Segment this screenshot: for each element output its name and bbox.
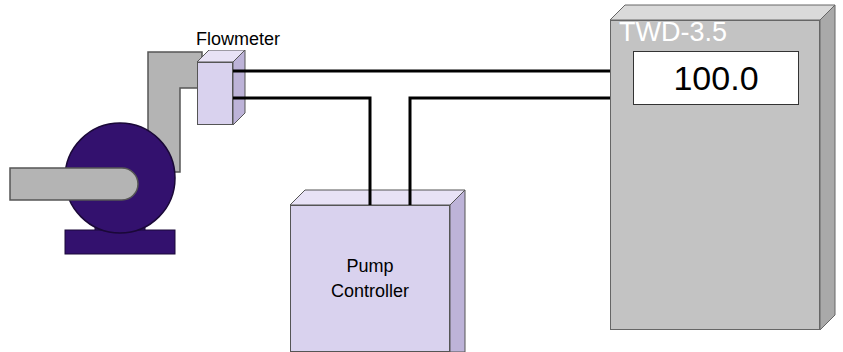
signal-wire — [233, 70, 610, 73]
instrument-side-face — [820, 5, 835, 330]
flowmeter-box: Flowmeter — [197, 62, 233, 125]
controller-box: Pump Controller — [290, 205, 450, 352]
controller-side-face — [450, 190, 465, 352]
signal-wire — [233, 98, 370, 205]
instrument-name: TWD-3.5 — [619, 17, 727, 48]
display-box: 100.0 — [633, 51, 799, 105]
controller-label: Pump Controller — [318, 254, 423, 303]
signal-wire — [410, 98, 610, 205]
flowmeter-side-face — [233, 50, 245, 125]
inlet-pipe — [10, 168, 138, 200]
flowmeter-label: Flowmeter — [194, 29, 282, 50]
instrument-box: 100.0 TWD-3.5 — [610, 20, 820, 330]
display-reading: 100.0 — [673, 59, 758, 98]
controller-top-face — [290, 190, 465, 205]
